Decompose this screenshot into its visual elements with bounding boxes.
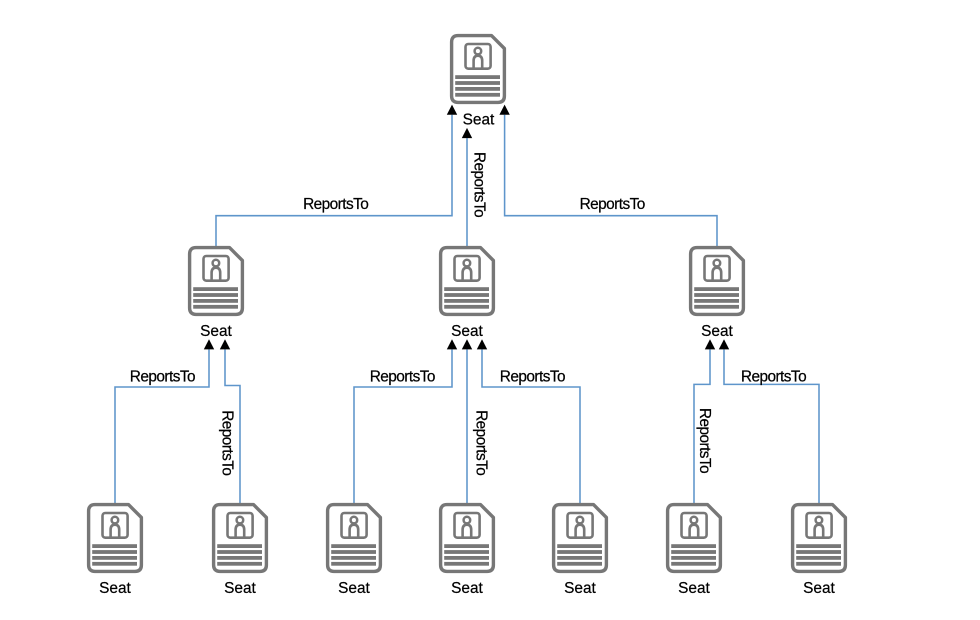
svg-text:Seat: Seat <box>99 580 131 597</box>
svg-text:ReportsTo: ReportsTo <box>580 196 645 213</box>
svg-text:Seat: Seat <box>451 323 483 340</box>
svg-text:ReportsTo: ReportsTo <box>471 152 488 217</box>
svg-text:Seat: Seat <box>224 580 256 597</box>
svg-text:ReportsTo: ReportsTo <box>130 369 195 386</box>
svg-text:ReportsTo: ReportsTo <box>370 369 435 386</box>
svg-text:ReportsTo: ReportsTo <box>219 410 236 475</box>
svg-text:Seat: Seat <box>463 112 495 129</box>
svg-text:Seat: Seat <box>701 323 733 340</box>
svg-text:ReportsTo: ReportsTo <box>500 369 565 386</box>
svg-text:ReportsTo: ReportsTo <box>472 410 489 475</box>
svg-text:ReportsTo: ReportsTo <box>741 369 806 386</box>
svg-text:Seat: Seat <box>200 323 232 340</box>
svg-text:ReportsTo: ReportsTo <box>696 408 713 473</box>
svg-text:Seat: Seat <box>338 580 370 597</box>
svg-text:Seat: Seat <box>451 580 483 597</box>
svg-text:Seat: Seat <box>564 580 596 597</box>
svg-text:Seat: Seat <box>803 580 835 597</box>
svg-text:Seat: Seat <box>678 580 710 597</box>
svg-text:ReportsTo: ReportsTo <box>303 196 368 213</box>
